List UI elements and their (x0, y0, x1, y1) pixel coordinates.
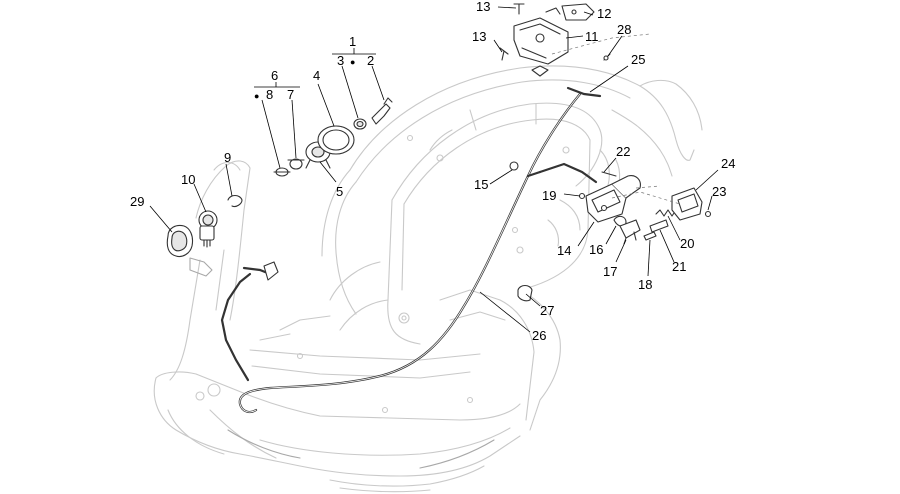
callout-labels: 1 3 ● 2 4 6 ● 8 7 9 10 29 5 13 12 11 13 … (130, 0, 735, 343)
callout-27: 27 (540, 303, 554, 318)
callout-13-top: 13 (476, 0, 490, 14)
scooter-frame (153, 65, 703, 493)
callout-1: 1 (349, 34, 356, 49)
part-16-grommet (613, 215, 627, 227)
callout-9: 9 (224, 150, 231, 165)
leader-lines (149, 6, 719, 333)
part-18-pin (643, 231, 657, 241)
parts-cluster (166, 3, 712, 414)
callout-20: 20 (680, 236, 694, 251)
part-13-screw-a (513, 3, 525, 15)
part-21-pin (649, 219, 669, 233)
callout-25: 25 (631, 52, 645, 67)
callout-15: 15 (474, 177, 488, 192)
part-12-latch-plate (561, 3, 595, 21)
callout-17: 17 (603, 264, 617, 279)
part-9-clip (227, 194, 243, 208)
callout-11: 11 (585, 29, 599, 44)
callout-6: 6 (271, 68, 278, 83)
part-23-screw (704, 210, 712, 218)
part-20-spring (655, 209, 677, 217)
part-7-ring (289, 158, 303, 170)
part-13-screw-b (499, 47, 509, 61)
part-19-nut (578, 192, 586, 200)
callout-26: 26 (532, 328, 546, 343)
callout-12: 12 (597, 6, 611, 21)
callout-14: 14 (557, 243, 571, 258)
callout-16: 16 (589, 242, 603, 257)
callout-29: 29 (130, 194, 144, 209)
kit-bullet: ● (350, 57, 355, 67)
callout-10: 10 (181, 172, 195, 187)
part-2-key (371, 103, 391, 125)
callout-5: 5 (336, 184, 343, 199)
callout-7: 7 (287, 87, 294, 102)
part-15-nut (509, 161, 519, 171)
callout-4: 4 (313, 68, 320, 83)
callout-22: 22 (616, 144, 630, 159)
callout-3: 3 (337, 53, 344, 68)
callout-2: 2 (367, 53, 374, 68)
part-27-clip (517, 284, 533, 302)
part-22-screw (601, 171, 617, 177)
callout-23: 23 (712, 184, 726, 199)
part-25-cable (566, 86, 602, 98)
callout-8: 8 (266, 87, 273, 102)
callout-28: 28 (617, 22, 631, 37)
callout-18: 18 (638, 277, 652, 292)
callout-24: 24 (721, 156, 735, 171)
part-14-latch-arm (611, 175, 641, 199)
callout-21: 21 (672, 259, 686, 274)
kit-bullet-6: ● (254, 91, 259, 101)
callout-13-mid: 13 (472, 29, 486, 44)
callout-19: 19 (542, 188, 556, 203)
part-17-connector (619, 219, 641, 239)
